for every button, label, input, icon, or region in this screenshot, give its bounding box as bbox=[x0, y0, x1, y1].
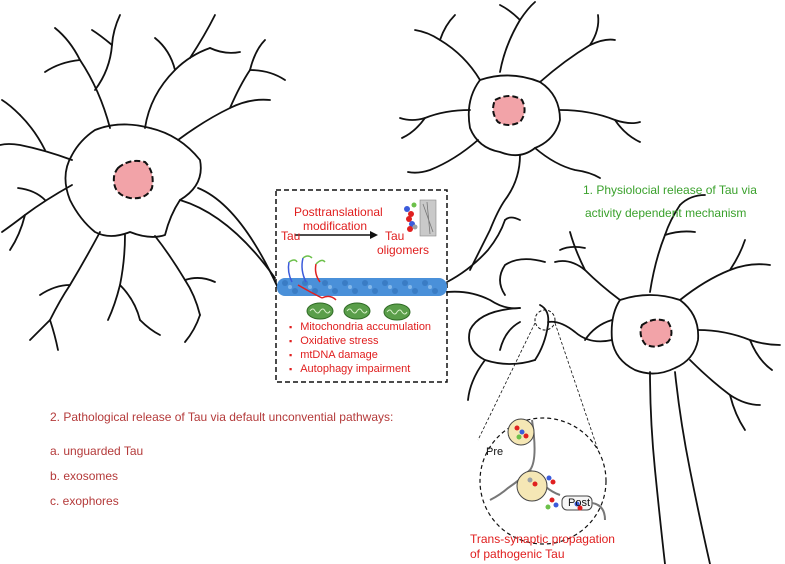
pathological-items: a. unguarded Tau b. exosomes c. exophore… bbox=[50, 439, 143, 514]
ptm-label-line1: Posttranslational bbox=[294, 205, 383, 219]
mitochondria bbox=[306, 302, 411, 321]
synapse-magnifier-small bbox=[534, 309, 556, 331]
tau-molecules bbox=[287, 255, 337, 301]
physiological-release-line1: 1. Physiolocial release of Tau via bbox=[583, 183, 757, 197]
pathological-item: a. unguarded Tau bbox=[50, 444, 144, 458]
ptm-label-line2: modification bbox=[303, 219, 368, 233]
effect-item: Autophagy impairment bbox=[289, 362, 431, 376]
pathological-release-heading: 2. Pathological release of Tau via defau… bbox=[50, 410, 394, 424]
synapse-detail bbox=[489, 418, 606, 521]
pathological-item: b. exosomes bbox=[50, 469, 119, 483]
top-right-nucleus bbox=[492, 95, 526, 126]
top-right-neuron bbox=[399, 1, 641, 271]
physiological-release-line2: activity dependent mechanism bbox=[585, 206, 747, 220]
effect-item: mtDNA damage bbox=[289, 348, 431, 362]
pre-label: Pre bbox=[486, 446, 504, 458]
effect-item: Mitochondria accumulation bbox=[289, 320, 431, 334]
microtubule bbox=[277, 278, 447, 296]
left-neuron bbox=[0, 14, 286, 351]
tau-label: Tau bbox=[281, 229, 301, 243]
pathological-item: c. exophores bbox=[50, 494, 119, 508]
synapse-caption-line2: of pathogenic Tau bbox=[470, 547, 565, 561]
tau-oligomer-icon bbox=[404, 202, 418, 232]
tau-oligomers-label-line1: Tau bbox=[385, 229, 405, 243]
effects-list: Mitochondria accumulation Oxidative stre… bbox=[289, 320, 431, 376]
pre-vesicle-2 bbox=[516, 470, 548, 502]
left-nucleus bbox=[112, 159, 154, 200]
tau-oligomers-label-line2: oligomers bbox=[377, 243, 430, 257]
bottom-right-nucleus bbox=[639, 318, 673, 348]
synapse-caption-line1: Trans-synaptic propagation bbox=[470, 532, 615, 546]
bottom-right-neuron bbox=[467, 194, 781, 564]
effect-item: Oxidative stress bbox=[289, 334, 431, 348]
post-label: Post bbox=[568, 497, 591, 509]
